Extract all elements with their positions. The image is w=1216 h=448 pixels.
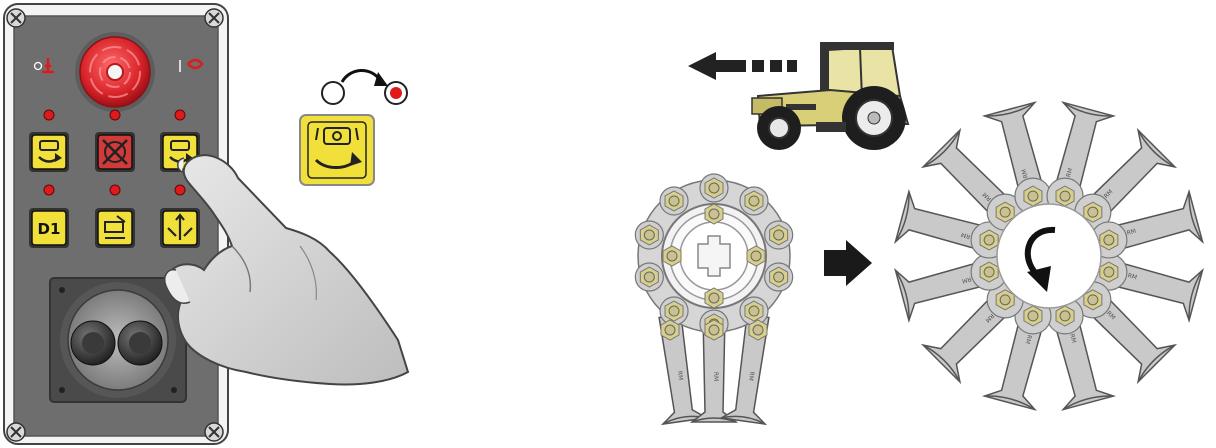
bolt-icon (744, 300, 764, 322)
control-panel: D1 (3, 3, 229, 445)
rotor-fold-icon (38, 140, 62, 163)
bolt-icon (769, 224, 789, 246)
joystick[interactable] (49, 277, 187, 403)
bolt-icon (748, 319, 768, 341)
panel-screw-icon (204, 8, 224, 28)
bolt-icon (1055, 185, 1075, 207)
stop-rotation-icon (102, 139, 128, 165)
bolt-icon (1099, 229, 1119, 251)
hub-spline-icon (697, 235, 731, 277)
bolt-icon (769, 266, 789, 288)
rotor-hub (996, 203, 1102, 309)
rotation-arrow-icon (1024, 226, 1056, 292)
bolt-icon (1055, 305, 1075, 327)
lift-arrows-icon (167, 213, 193, 240)
panel-button-stop-rotation-icon[interactable] (95, 132, 135, 172)
indicator-led (43, 184, 55, 196)
bolt-icon (704, 177, 724, 199)
tractor (751, 42, 910, 150)
bolt-icon (746, 245, 766, 267)
blade-marking: RM (1068, 333, 1077, 344)
panel-button-lift-arrows-icon[interactable] (160, 208, 200, 248)
estop-on-symbol (179, 58, 204, 72)
bolt-icon (979, 261, 999, 283)
panel-button-rotor-fold-icon[interactable] (29, 132, 69, 172)
indicator-led (109, 109, 121, 121)
estop-off-symbol (33, 58, 54, 74)
blade-marking: RM (676, 371, 684, 381)
bolt-icon (1099, 261, 1119, 283)
bolt-icon (704, 319, 724, 341)
rotor-expanded: RM RM RM RM RM RM RM RM RM RM RM RM (894, 101, 1204, 411)
transition-arrow (824, 240, 872, 286)
bolt-icon (639, 266, 659, 288)
travel-direction-arrow (688, 52, 797, 80)
bolt-icon (639, 224, 659, 246)
rotor-folded: RM RM RM (634, 173, 794, 426)
bolt-icon (1023, 305, 1043, 327)
bolt-icon (744, 190, 764, 212)
tilt-icon (104, 215, 126, 239)
curved-arrow-icon (340, 69, 382, 83)
blade-marking: RM (1103, 188, 1115, 200)
indicator-led (174, 184, 186, 196)
bolt-icon (704, 203, 724, 225)
indicator-led (43, 109, 55, 121)
blade-marking: RM (747, 371, 755, 381)
panel-button-memory-icon[interactable]: D1 (29, 208, 69, 248)
button-label: D1 (38, 220, 61, 238)
rotor-rotate-button-icon (299, 114, 375, 186)
bolt-icon (664, 300, 684, 322)
blade-marking: RM (961, 275, 972, 284)
bolt-icon (664, 190, 684, 212)
operator-hand (164, 154, 410, 386)
callout (299, 69, 408, 186)
bolt-icon (704, 287, 724, 309)
blade-marking: RM (1127, 272, 1138, 281)
blade-marking: RM (981, 191, 993, 203)
indicator-led (109, 184, 121, 196)
blade-marking: RM (1105, 310, 1117, 322)
blade-marking: RM (1065, 167, 1074, 178)
bolt-icon (660, 319, 680, 341)
bolt-icon (1023, 185, 1043, 207)
indicator-led (174, 109, 186, 121)
blade-marking: RM (960, 231, 971, 240)
bolt-icon (979, 229, 999, 251)
blade-marking: RM (984, 312, 996, 324)
blade-marking: RM (712, 372, 719, 381)
panel-screw-icon (6, 422, 26, 442)
panel-screw-icon (6, 8, 26, 28)
panel-button-tilt-icon[interactable] (95, 208, 135, 248)
blade-marking: RM (1024, 334, 1033, 345)
emergency-stop-button[interactable] (75, 32, 155, 112)
rotor-arm: RM (719, 313, 770, 426)
bolt-icon (662, 245, 682, 267)
blade-marking: RM (1126, 228, 1137, 237)
blade-marking: RM (1021, 168, 1030, 179)
led-off-icon (321, 81, 345, 105)
panel-screw-icon (204, 422, 224, 442)
